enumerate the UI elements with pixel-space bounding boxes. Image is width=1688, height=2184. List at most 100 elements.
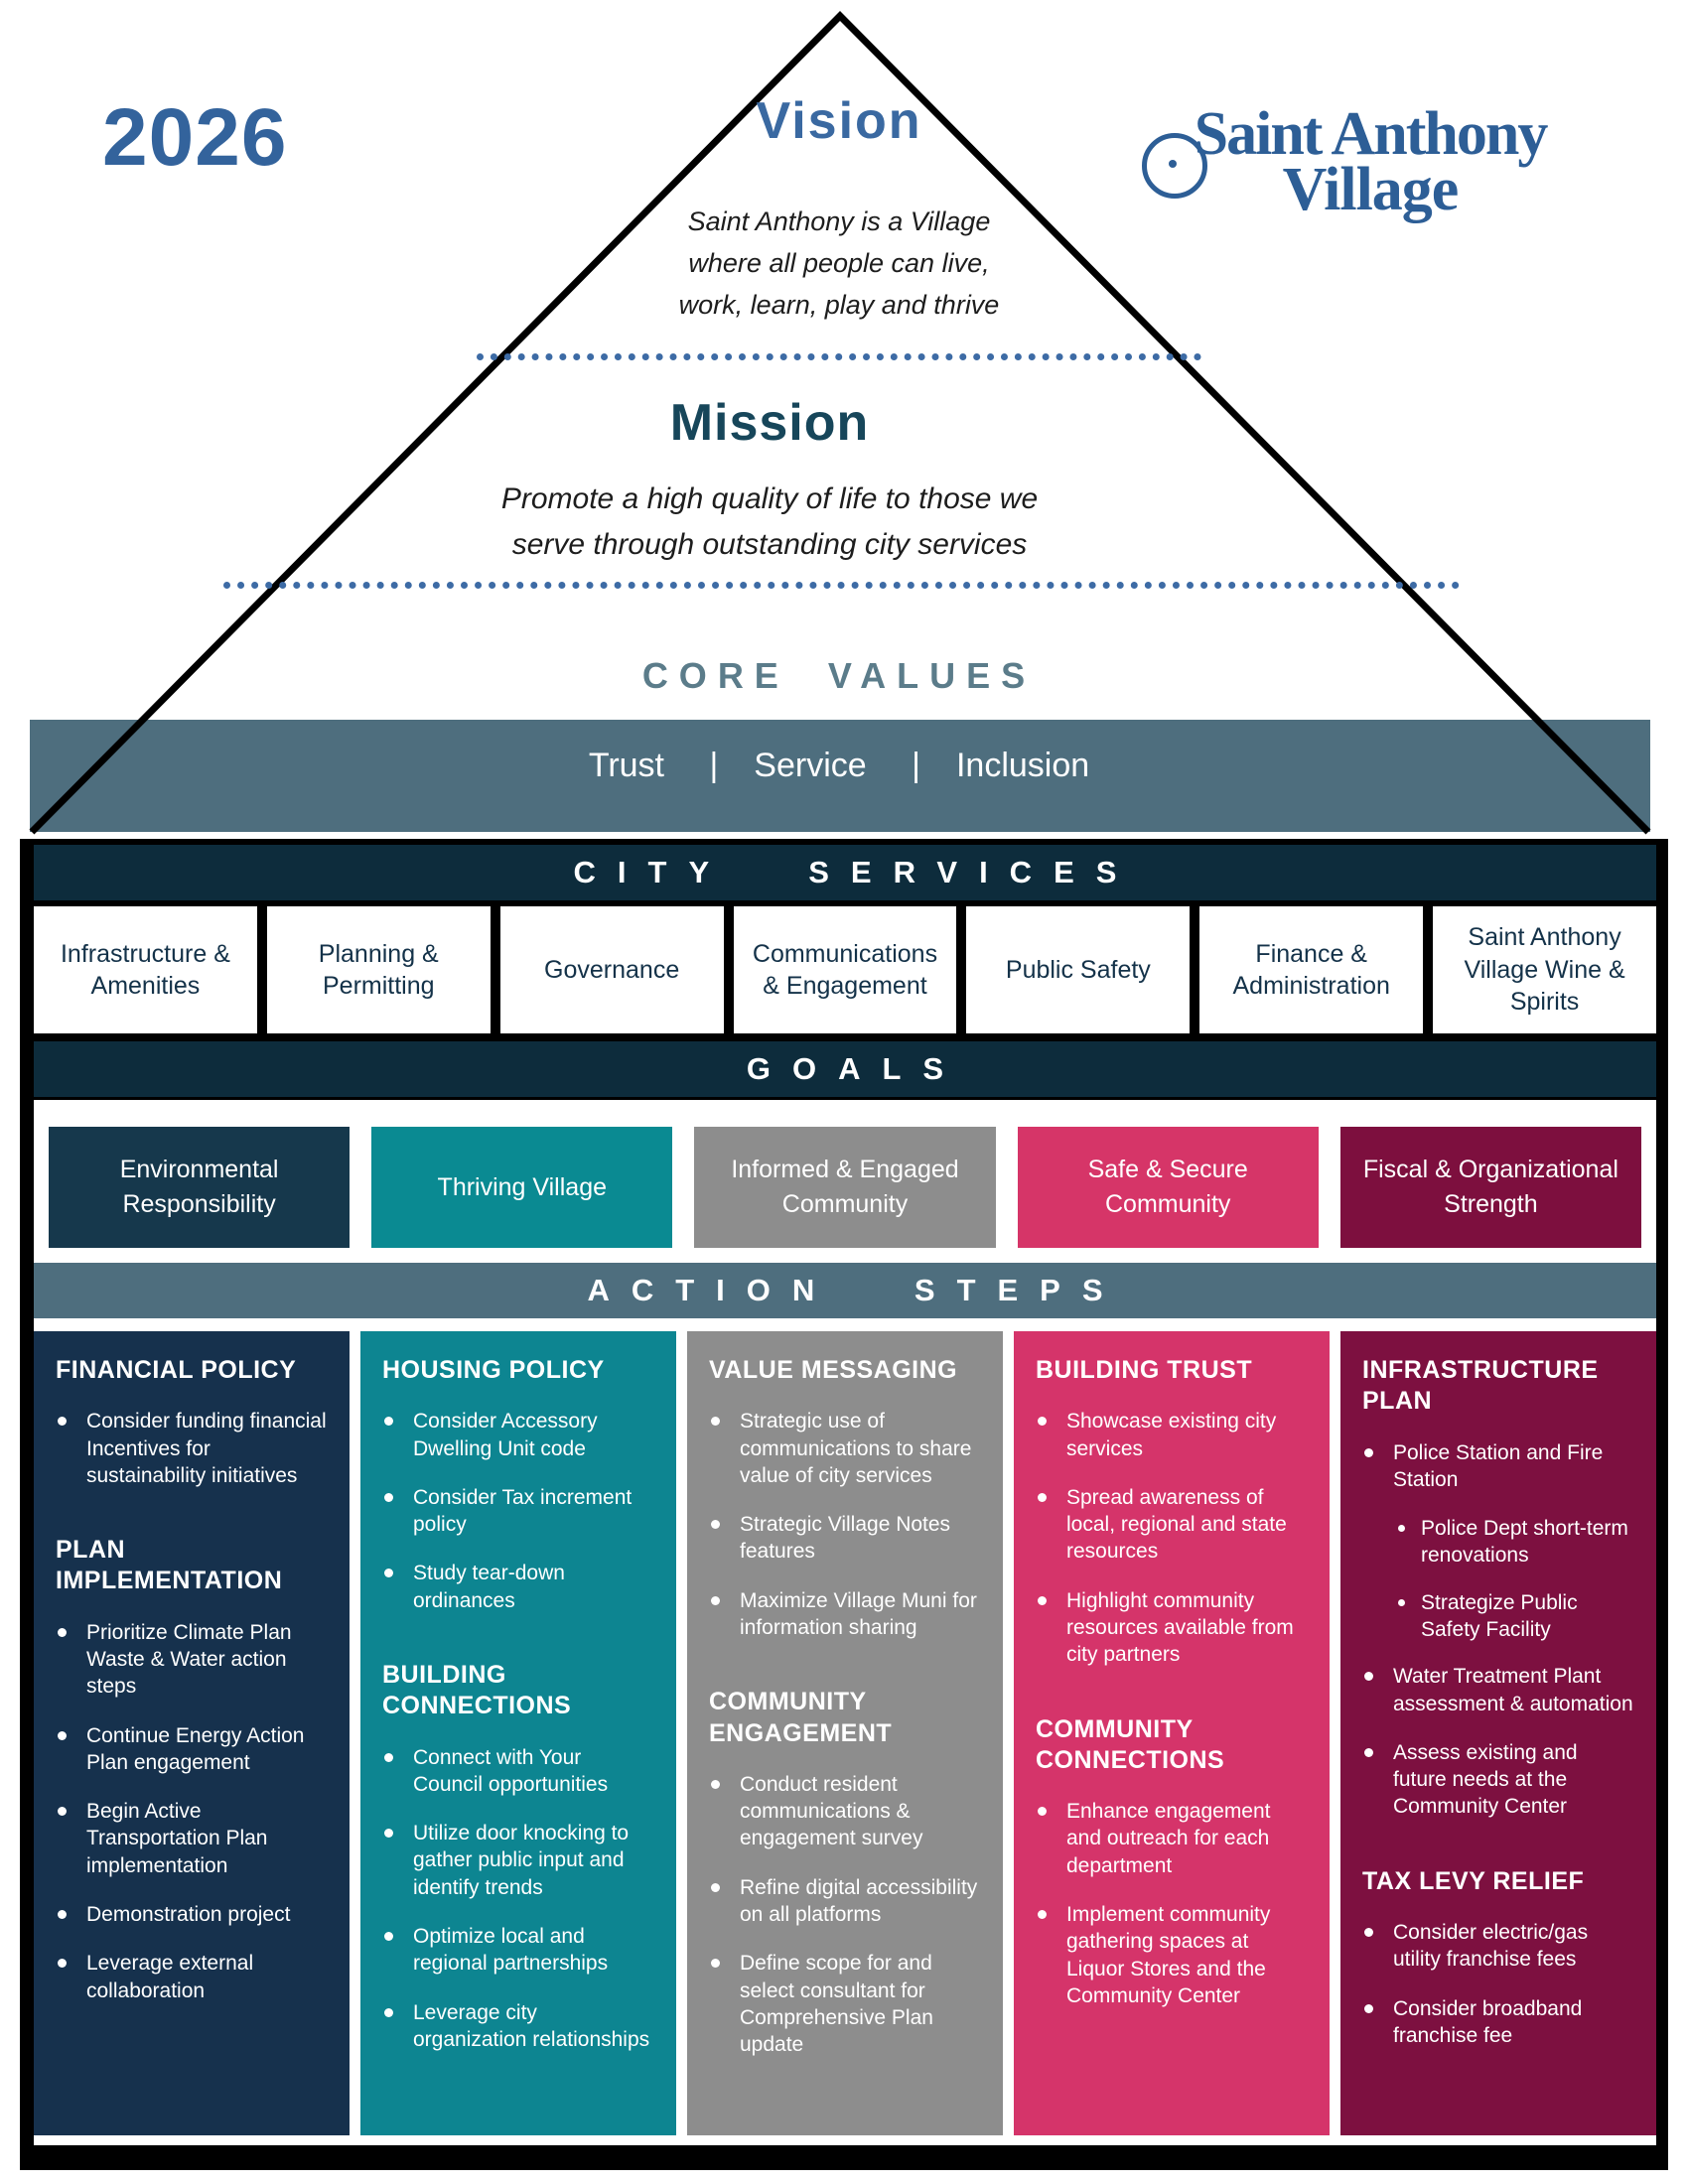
bullet-item: Study tear-down ordinances [382, 1560, 654, 1614]
action-steps-header: ACTION STEPS [34, 1263, 1656, 1318]
bullet-item: Consider funding financial Incentives fo… [56, 1408, 328, 1489]
sub-bullet-dot-icon [1398, 1525, 1405, 1533]
vision-line: work, learn, play and thrive [678, 290, 1000, 320]
service-label: Public Safety [1005, 955, 1151, 984]
bullet-dot-icon [1364, 1447, 1373, 1457]
bullet-dot-icon [1038, 1910, 1047, 1920]
bullet-text: Enhance engagement and outreach for each… [1066, 1800, 1271, 1877]
bullet-text: Study tear-down ordinances [413, 1562, 565, 1612]
goals-actions-area: Environmental Responsibility Thriving Vil… [34, 1100, 1656, 2145]
bullet-text: Utilize door knocking to gather public i… [413, 1822, 630, 1899]
bullet-item: Consider electric/gas utility franchise … [1362, 1919, 1634, 1974]
service-cell: Communications & Engagement [733, 906, 957, 1033]
goal-label: Environmental Responsibility [119, 1156, 279, 1218]
bullet-dot-icon [58, 1627, 67, 1637]
service-label: Infrastructure & Amenities [60, 939, 230, 1001]
bullet-item: Showcase existing city services [1036, 1408, 1308, 1462]
bullet-dot-icon [384, 1752, 393, 1762]
bullet-item: Continue Energy Action Plan engagement [56, 1722, 328, 1777]
bullet-item: Implement community gathering spaces at … [1036, 1901, 1308, 2009]
action-section-heading: BUILDING CONNECTIONS [382, 1661, 572, 1720]
action-section-heading: TAX LEVY RELIEF [1362, 1866, 1585, 1895]
bullet-item: Police Station and Fire Station [1362, 1439, 1634, 1494]
bullet-dot-icon [1364, 1672, 1373, 1682]
service-label: Finance & Administration [1232, 939, 1390, 1001]
service-cell: Governance [499, 906, 724, 1033]
action-section-heading: COMMUNITY ENGAGEMENT [709, 1688, 893, 1747]
vision-title: Vision [756, 92, 922, 150]
action-column: BUILDING TRUST Showcase existing city ser… [1014, 1331, 1330, 2135]
bullet-text: Maximize Village Muni for information sh… [740, 1588, 977, 1640]
bullet-dot-icon [384, 1417, 393, 1427]
bullet-item: Leverage external collaboration [56, 1950, 328, 2004]
bullet-dot-icon [384, 2007, 393, 2017]
plan-year: 2026 [102, 92, 288, 183]
bullet-dot-icon [384, 1569, 393, 1578]
bullet-text: Define scope for and select consultant f… [740, 1952, 933, 2057]
bullet-item: Consider Tax increment policy [382, 1484, 654, 1539]
bullet-text: Implement community gathering spaces at … [1066, 1903, 1271, 2007]
goals-row: Environmental Responsibility Thriving Vil… [34, 1100, 1656, 1263]
bullet-text: Spread awareness of local, regional and … [1066, 1485, 1287, 1564]
bullet-text: Begin Active Transportation Plan impleme… [86, 1800, 268, 1877]
service-label: Saint Anthony Village Wine & Spirits [1464, 923, 1625, 1017]
bullet-text: Consider broadband franchise fee [1393, 1996, 1583, 2047]
bullet-text: Prioritize Climate Plan Waste & Water ac… [86, 1620, 292, 1699]
vision-statement: Saint Anthony is a Village where all peo… [591, 201, 1087, 326]
action-section-heading: VALUE MESSAGING [709, 1356, 958, 1384]
goal-box: Environmental Responsibility [49, 1127, 351, 1248]
logo-line1: Saint Anthony [1194, 100, 1549, 168]
action-column: INFRASTRUCTURE PLAN Police Station and Fi… [1340, 1331, 1656, 2135]
action-section-heading: INFRASTRUCTURE PLAN [1362, 1356, 1599, 1416]
action-section-heading: BUILDING TRUST [1036, 1356, 1253, 1384]
service-label: Communications & Engagement [752, 939, 938, 1001]
bullet-item: Consider Accessory Dwelling Unit code [382, 1408, 654, 1462]
bullet-item: Demonstration project [56, 1901, 328, 1928]
mission-title: Mission [669, 394, 870, 452]
bullet-item: Define scope for and select consultant f… [709, 1950, 981, 2058]
bullet-dot-icon [384, 1492, 393, 1502]
bullet-item: Prioritize Climate Plan Waste & Water ac… [56, 1619, 328, 1701]
logo: Saint Anthony Village [1132, 103, 1609, 220]
bullet-item: Consider broadband franchise fee [1362, 1995, 1634, 2050]
dotted-divider [477, 353, 1201, 360]
bullet-dot-icon [1364, 1747, 1373, 1757]
bullet-item: Highlight community resources available … [1036, 1587, 1308, 1669]
bullet-text: Refine digital accessibility on all plat… [740, 1875, 978, 1927]
core-value: Trust [588, 747, 664, 784]
bullet-dot-icon [1038, 1492, 1047, 1502]
bullet-item: Connect with Your Council opportunities [382, 1744, 654, 1799]
city-services-header: CITY SERVICES [34, 845, 1656, 900]
goal-label: Thriving Village [437, 1172, 608, 1201]
goals-header: GOALS [34, 1041, 1656, 1097]
bullet-text: Consider electric/gas utility franchise … [1393, 1921, 1589, 1972]
bullet-text: Conduct resident communications & engage… [740, 1772, 923, 1850]
sub-bullet-item: Police Dept short-term renovations [1398, 1515, 1634, 1570]
bullet-text: Highlight community resources available … [1066, 1588, 1294, 1667]
mission-statement: Promote a high quality of life to those … [422, 477, 1117, 568]
bullet-item: Strategic use of communications to share… [709, 1408, 981, 1489]
bullet-dot-icon [711, 1417, 720, 1427]
goal-label: Safe & Secure Community [1087, 1156, 1248, 1218]
goal-box: Informed & Engaged Community [694, 1127, 996, 1248]
goal-label: Informed & Engaged Community [731, 1156, 959, 1218]
bullet-item: Begin Active Transportation Plan impleme… [56, 1798, 328, 1879]
logo-line2: Village [1282, 156, 1460, 223]
bullet-text: Demonstration project [86, 1903, 291, 1927]
service-cell: Finance & Administration [1199, 906, 1424, 1033]
bullet-text: Leverage external collaboration [86, 1952, 254, 2002]
bullet-dot-icon [1364, 1928, 1373, 1938]
bullet-item: Utilize door knocking to gather public i… [382, 1820, 654, 1901]
bullet-dot-icon [1364, 2003, 1373, 2013]
logo-ring-dot-icon [1169, 160, 1177, 168]
pyramid-outline [29, 11, 1651, 835]
service-cell: Infrastructure & Amenities [34, 906, 257, 1033]
bullet-text: Consider Accessory Dwelling Unit code [413, 1410, 598, 1460]
bullet-dot-icon [58, 1730, 67, 1740]
bullet-text: Continue Energy Action Plan engagement [86, 1723, 305, 1774]
goal-label: Fiscal & Organizational Strength [1362, 1156, 1618, 1218]
